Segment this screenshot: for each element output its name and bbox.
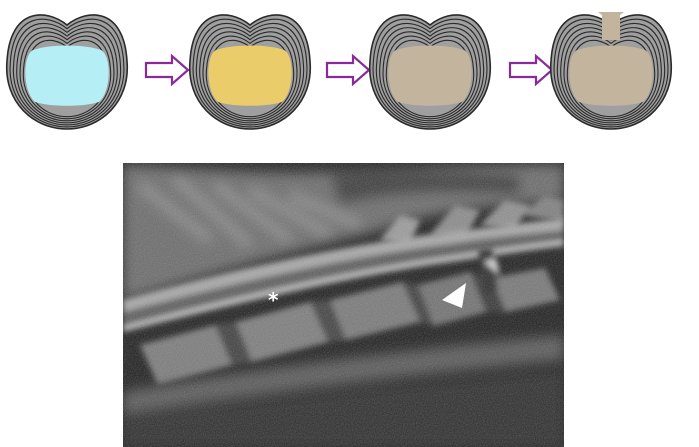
mri-asterisk-marker: * [268, 288, 279, 312]
disc-stage-4-herniated [551, 12, 672, 129]
nucleus-pulposus [569, 46, 652, 106]
nucleus-pulposus [208, 46, 291, 106]
nucleus-pulposus [388, 46, 471, 106]
mri-sagittal-spine-image: * [123, 163, 564, 447]
nucleus-pulposus [25, 46, 108, 106]
progression-arrow-3 [510, 56, 552, 84]
disc-stage-3-degenerated [370, 15, 491, 129]
right-arrow-icon [327, 56, 369, 84]
progression-arrow-1 [146, 56, 188, 84]
disc-stages-row [7, 12, 672, 129]
disc-stage-2-degenerating [190, 15, 311, 129]
right-arrow-icon [146, 56, 188, 84]
right-arrow-icon [510, 56, 552, 84]
disc-stage-1-healthy [7, 15, 128, 129]
progression-arrow-2 [327, 56, 369, 84]
